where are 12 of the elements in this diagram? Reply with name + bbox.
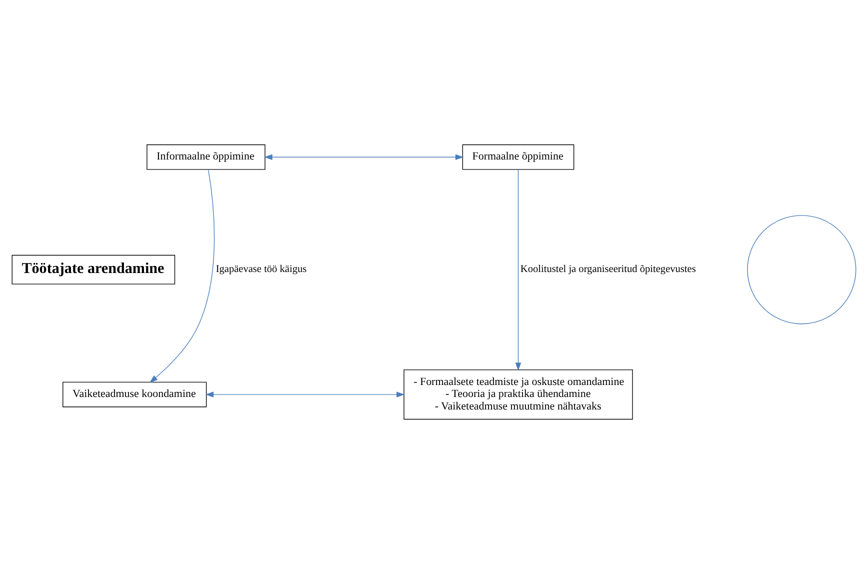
node-box: Töötajate arendamine xyxy=(12,254,176,284)
node-box: Vaiketeadmuse koondamine xyxy=(62,381,207,407)
node-box: Informaalne õppimine xyxy=(146,144,266,170)
node-box: Formaalne õppimine xyxy=(462,144,574,170)
arrow xyxy=(264,154,464,160)
edge-label: Igapäevase töö käigus xyxy=(216,264,307,275)
edge-label: Koolitustel ja organiseeritud õpitegevustes xyxy=(520,264,696,275)
arrow xyxy=(515,168,522,370)
arrow xyxy=(205,391,405,397)
node-box: - Formaalsete teadmiste ja oskuste omandamine - Teooria ja praktika ühendamine - Vaiketeadmuse muutmine nähtavaks xyxy=(404,369,633,420)
arrow xyxy=(149,168,215,382)
node-circle xyxy=(747,214,856,324)
